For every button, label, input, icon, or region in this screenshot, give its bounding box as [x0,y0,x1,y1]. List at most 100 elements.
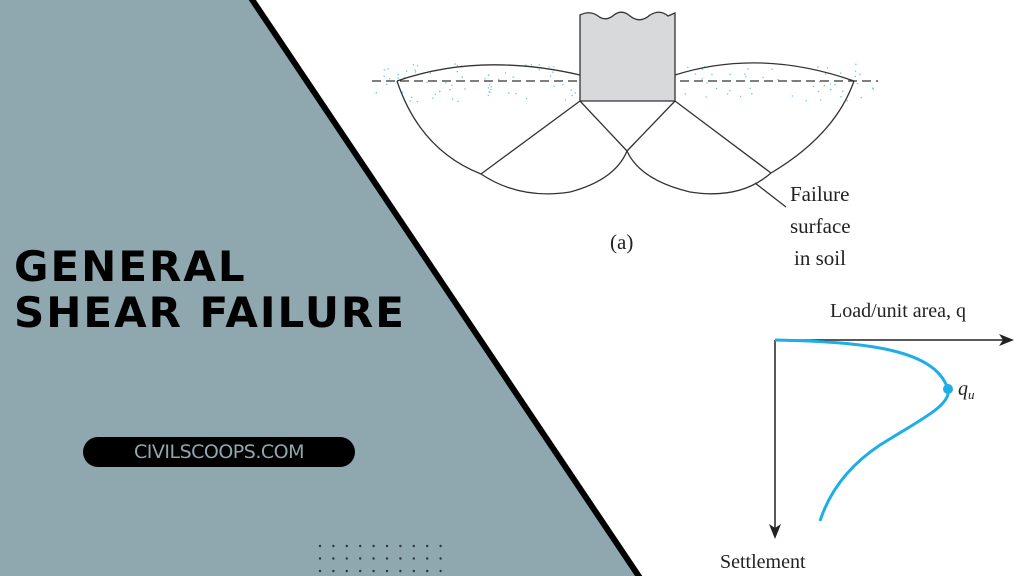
soil-dot [409,100,411,102]
soil-dot [515,92,517,95]
soil-dot [570,89,572,91]
soil-dot [451,98,454,100]
soil-dot [829,89,832,91]
soil-dot [711,73,713,76]
soil-dots [375,63,874,103]
failure-label-2: surface [790,214,851,238]
grid-dot [439,544,442,548]
grid-dot [345,569,348,573]
soil-dot [444,82,447,84]
grid-dot [412,569,415,573]
x-axis-arrow-icon [999,334,1014,346]
wedge-line-1 [480,100,581,175]
soil-dot [449,89,451,91]
grid-dot [426,569,429,573]
soil-dot [411,96,413,99]
load-settlement-curve [774,338,950,522]
soil-dot [525,64,527,66]
soil-dot [777,78,779,81]
soil-dot [451,84,453,86]
soil-dot [434,93,437,95]
soil-dot [454,63,456,65]
grey-panel [0,0,638,576]
soil-dot [846,100,848,102]
soil-dot [562,83,564,86]
soil-dot [715,87,718,90]
soil-dot [464,88,466,90]
grid-dot [426,557,429,560]
soil-dot [571,94,573,97]
ultimate-load-point [943,384,953,394]
soil-dot [389,78,391,80]
soil-dot [387,68,389,70]
soil-dot [385,83,388,86]
soil-dot [552,71,554,73]
grid-dot [372,557,375,560]
failure-spiral-right [626,150,772,195]
soil-dot [375,92,377,94]
soil-dot [548,66,550,68]
soil-dot [488,84,491,86]
soil-dot [383,69,386,71]
grid-dot [439,557,442,560]
soil-dot [829,83,832,85]
qu-label: qu [958,378,975,402]
grid-dot [399,544,402,548]
grid-dot [332,557,335,560]
soil-dot [840,95,842,98]
soil-dot [397,77,399,79]
soil-dot [872,88,874,90]
y-axis-arrow-icon [769,524,781,539]
soil-dot [701,78,703,80]
title-line-2: SHEAR FAILURE [14,288,406,337]
grid-dot [412,557,415,560]
page-title: GENERAL SHEAR FAILURE [14,244,406,336]
soil-dot [820,99,822,101]
soil-dot [701,68,704,70]
soil-dot [490,88,492,91]
soil-dot [508,92,510,94]
soil-dot [842,90,844,92]
grid-dot [332,569,335,573]
soil-dot [538,64,540,66]
grid-dot [318,557,322,560]
y-axis-label: Settlement [720,551,806,573]
grid-dot [372,544,375,548]
footing [579,11,676,102]
soil-dot [687,66,689,68]
grid-dot [372,569,375,573]
grid-dot [399,569,402,573]
soil-dot [854,70,857,72]
label-leader-line [754,182,787,208]
soil-dot [490,86,493,88]
soil-dot [791,95,794,97]
soil-dot [487,94,489,97]
soil-dot [694,73,697,75]
soil-dot [553,85,555,87]
soil-dot [817,66,819,68]
soil-dot [860,96,863,99]
wedge-line-2 [579,100,628,152]
soil-dot [739,95,742,98]
website-badge: CIVILSCOOPS.COM [83,437,355,467]
soil-dot [855,63,857,65]
soil-dot [498,78,500,80]
soil-dot [512,76,514,78]
soil-dot [747,68,749,70]
grid-dot [318,544,322,548]
soil-dot [839,72,842,74]
soil-dot [553,66,555,68]
soil-dot [429,72,432,74]
soil-dot [487,74,490,76]
soil-dot [574,92,576,94]
grid-dot [385,569,389,573]
grid-dot [385,544,389,548]
wedge-line-4 [674,100,772,174]
footing-failure-diagram [372,11,878,208]
soil-dot [416,100,418,103]
soil-dot [530,64,533,66]
soil-dot [726,93,729,95]
heave-left [396,64,581,82]
grid-dot [359,569,362,573]
soil-dot [538,69,540,71]
